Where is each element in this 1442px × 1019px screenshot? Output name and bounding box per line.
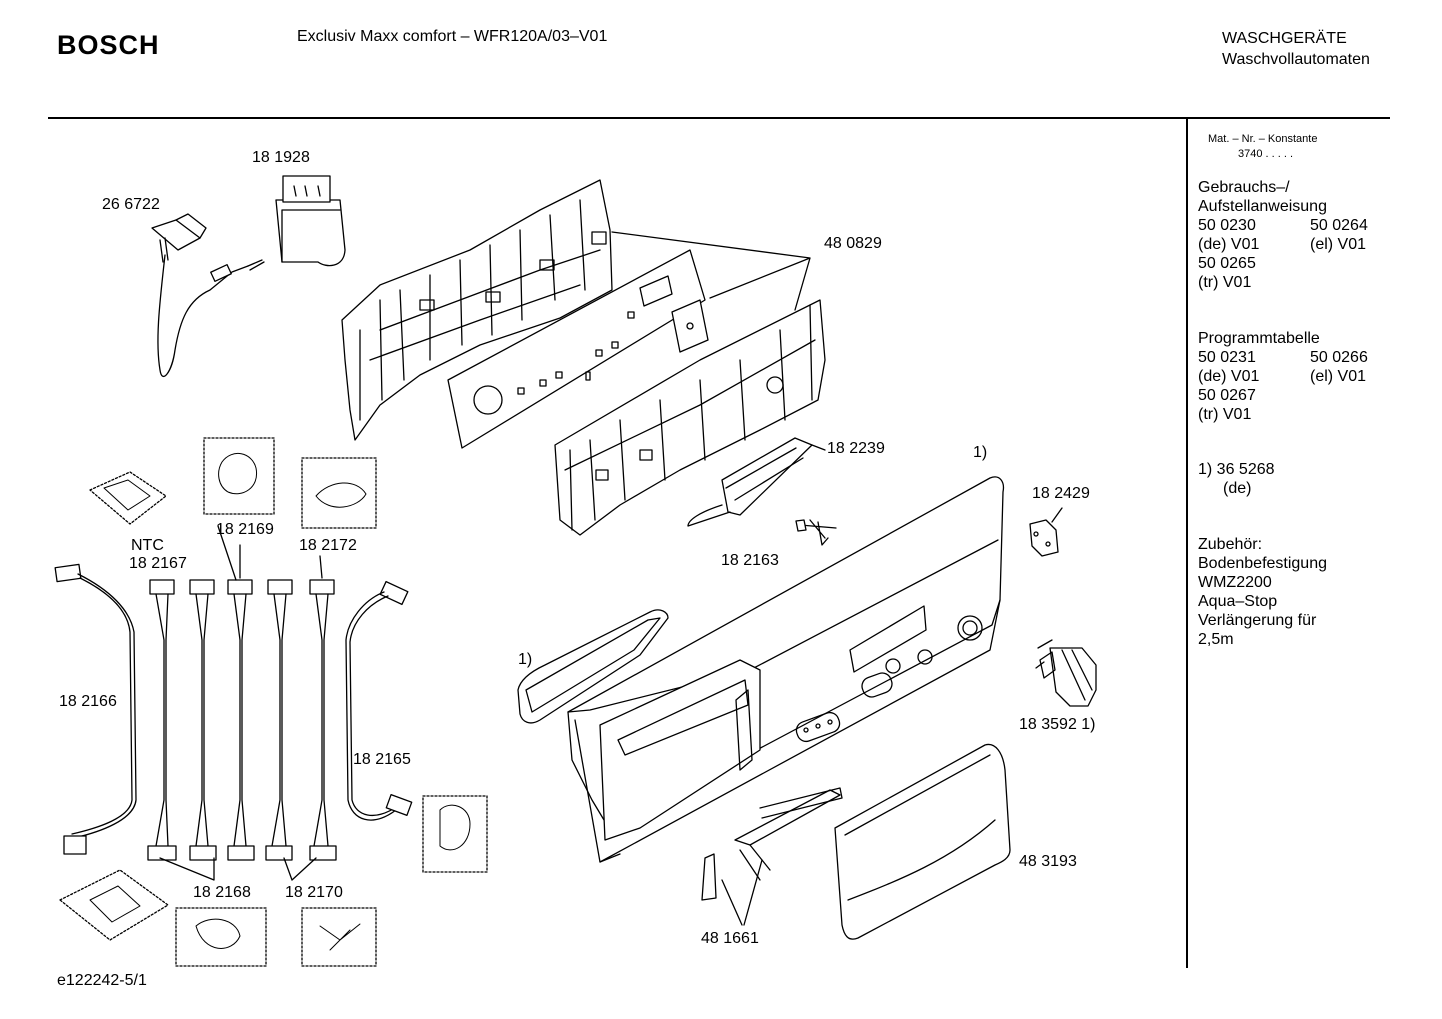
prog-title: Programmtabelle — [1198, 330, 1320, 347]
label-182239: 18 2239 — [827, 440, 885, 457]
manual-b-lang: (el) V01 — [1310, 236, 1367, 253]
prog-c-lang: (tr) V01 — [1198, 406, 1252, 423]
prog-b-lang: (el) V01 — [1310, 368, 1367, 385]
gasket-drawing — [517, 609, 669, 724]
prog-a-lang: (de) V01 — [1198, 368, 1260, 385]
program-knob-drawing — [1035, 639, 1097, 707]
acc-5: 2,5m — [1198, 631, 1234, 648]
leader-480829 — [611, 231, 811, 311]
control-panel-drawing — [567, 476, 1005, 863]
leader-182239 — [811, 444, 826, 451]
display-drawing — [687, 437, 813, 527]
manual-title1: Gebrauchs–/ — [1198, 179, 1290, 196]
prog-b-no: 50 0266 — [1310, 349, 1368, 366]
note-line2: (de) — [1223, 480, 1252, 497]
sensor-boxes-drawing — [59, 437, 488, 967]
programmer-frame-rear-drawing — [341, 179, 613, 441]
label-ntc: NTC — [131, 537, 164, 554]
model-title: Exclusiv Maxx comfort – WFR120A/03–V01 — [297, 28, 608, 45]
label-183592: 18 3592 1) — [1019, 716, 1096, 733]
wire-harness-drawing — [54, 563, 413, 861]
label-181928: 18 1928 — [252, 149, 310, 166]
category-line2: Waschvollautomaten — [1222, 51, 1370, 68]
note-line1: 1) 36 5268 — [1198, 461, 1275, 478]
label-480829: 48 0829 — [824, 235, 882, 252]
power-cord-drawing — [151, 213, 265, 377]
label-note1-left: 1) — [518, 651, 533, 668]
mat-line1: Mat. – Nr. – Konstante — [1208, 133, 1318, 145]
interference-suppressor-drawing — [275, 175, 346, 267]
switch-pin-drawing — [795, 519, 837, 546]
brand-logo: BOSCH — [57, 30, 160, 60]
category: WASCHGERÄTE Waschvollautomaten — [1222, 28, 1370, 70]
material-number: Mat. – Nr. – Konstante 3740 . . . . . — [1208, 132, 1317, 162]
label-481661: 48 1661 — [701, 930, 759, 947]
acc-1: Bodenbefestigung — [1198, 555, 1327, 572]
manual-c-no: 50 0265 — [1198, 255, 1256, 272]
manual-block: Gebrauchs–/ Aufstellanweisung 50 0230 50 … — [1198, 178, 1368, 292]
document-id: e122242-5/1 — [57, 972, 147, 989]
manual-a-lang: (de) V01 — [1198, 236, 1260, 253]
leader-481661 — [721, 859, 763, 926]
label-182172: 18 2172 — [299, 537, 357, 554]
programmer-frame-front-drawing — [554, 299, 826, 536]
leader-182429 — [1051, 507, 1063, 523]
label-182165: 18 2165 — [353, 751, 411, 768]
label-182167: 18 2167 — [129, 555, 187, 572]
leader-harness-bottom — [159, 857, 317, 881]
label-182163: 18 2163 — [721, 552, 779, 569]
accessories-block: Zubehör: Bodenbefestigung WMZ2200 Aqua–S… — [1198, 535, 1327, 649]
label-182166: 18 2166 — [59, 693, 117, 710]
footnote-block: 1) 36 5268 (de) — [1198, 460, 1275, 498]
manual-c-lang: (tr) V01 — [1198, 274, 1252, 291]
acc-4: Verlängerung für — [1198, 612, 1317, 629]
prog-a-no: 50 0231 — [1198, 349, 1256, 366]
header-divider — [48, 117, 1390, 119]
electronic-module-drawing — [447, 249, 709, 449]
lever-drawing — [701, 787, 843, 901]
label-182168: 18 2168 — [193, 884, 251, 901]
manual-a-no: 50 0230 — [1198, 217, 1256, 234]
label-182170: 18 2170 — [285, 884, 343, 901]
mat-line2: 3740 . . . . . — [1238, 148, 1294, 160]
clip-drawing — [1029, 519, 1059, 557]
detergent-drawer-flap-drawing — [834, 743, 1011, 940]
sensor-shapes-drawing — [89, 453, 471, 951]
category-line1: WASCHGERÄTE — [1222, 30, 1347, 47]
program-table-block: Programmtabelle 50 0231 50 0266 (de) V01 (… — [1198, 329, 1368, 424]
manual-title2: Aufstellanweisung — [1198, 198, 1327, 215]
acc-2: WMZ2200 — [1198, 574, 1272, 591]
label-266722: 26 6722 — [102, 196, 160, 213]
sidebar-divider — [1186, 118, 1188, 968]
label-182169: 18 2169 — [216, 521, 274, 538]
label-483193: 48 3193 — [1019, 853, 1077, 870]
leader-harness — [217, 525, 323, 581]
acc-3: Aqua–Stop — [1198, 593, 1278, 610]
exploded-parts-diagram — [54, 175, 1097, 967]
manual-b-no: 50 0264 — [1310, 217, 1368, 234]
prog-c-no: 50 0267 — [1198, 387, 1256, 404]
label-note1-top: 1) — [973, 444, 988, 461]
label-182429: 18 2429 — [1032, 485, 1090, 502]
acc-title: Zubehör: — [1198, 536, 1263, 553]
